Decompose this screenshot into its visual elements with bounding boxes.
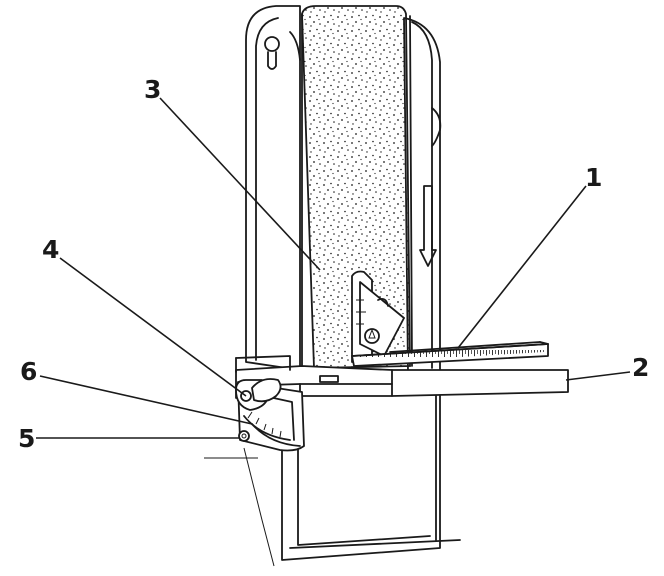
callout-labels: 1 2 3 4 5 6 [18, 75, 649, 453]
miter-gauge-head [351, 270, 405, 363]
sanding-belt [301, 5, 413, 369]
leader-6 [39, 375, 253, 425]
callout-2: 2 [632, 353, 649, 382]
callout-4: 4 [42, 235, 59, 264]
leader-4 [59, 257, 247, 397]
miter-gauge-scale [351, 341, 549, 367]
belt-direction-arrow-icon [419, 185, 437, 267]
tilt-pointer-screw [238, 430, 250, 442]
frame-column [245, 5, 301, 371]
leader-3 [159, 97, 321, 271]
callout-6: 6 [20, 357, 37, 386]
callout-1: 1 [585, 163, 602, 192]
table-lock-knob [235, 378, 282, 411]
leader-2 [565, 371, 631, 381]
callout-leaders [36, 97, 631, 439]
callout-5: 5 [18, 424, 35, 453]
callout-3: 3 [144, 75, 161, 104]
leader-1 [457, 185, 587, 349]
upper-housing [403, 17, 442, 373]
tilt-scale [243, 411, 291, 441]
